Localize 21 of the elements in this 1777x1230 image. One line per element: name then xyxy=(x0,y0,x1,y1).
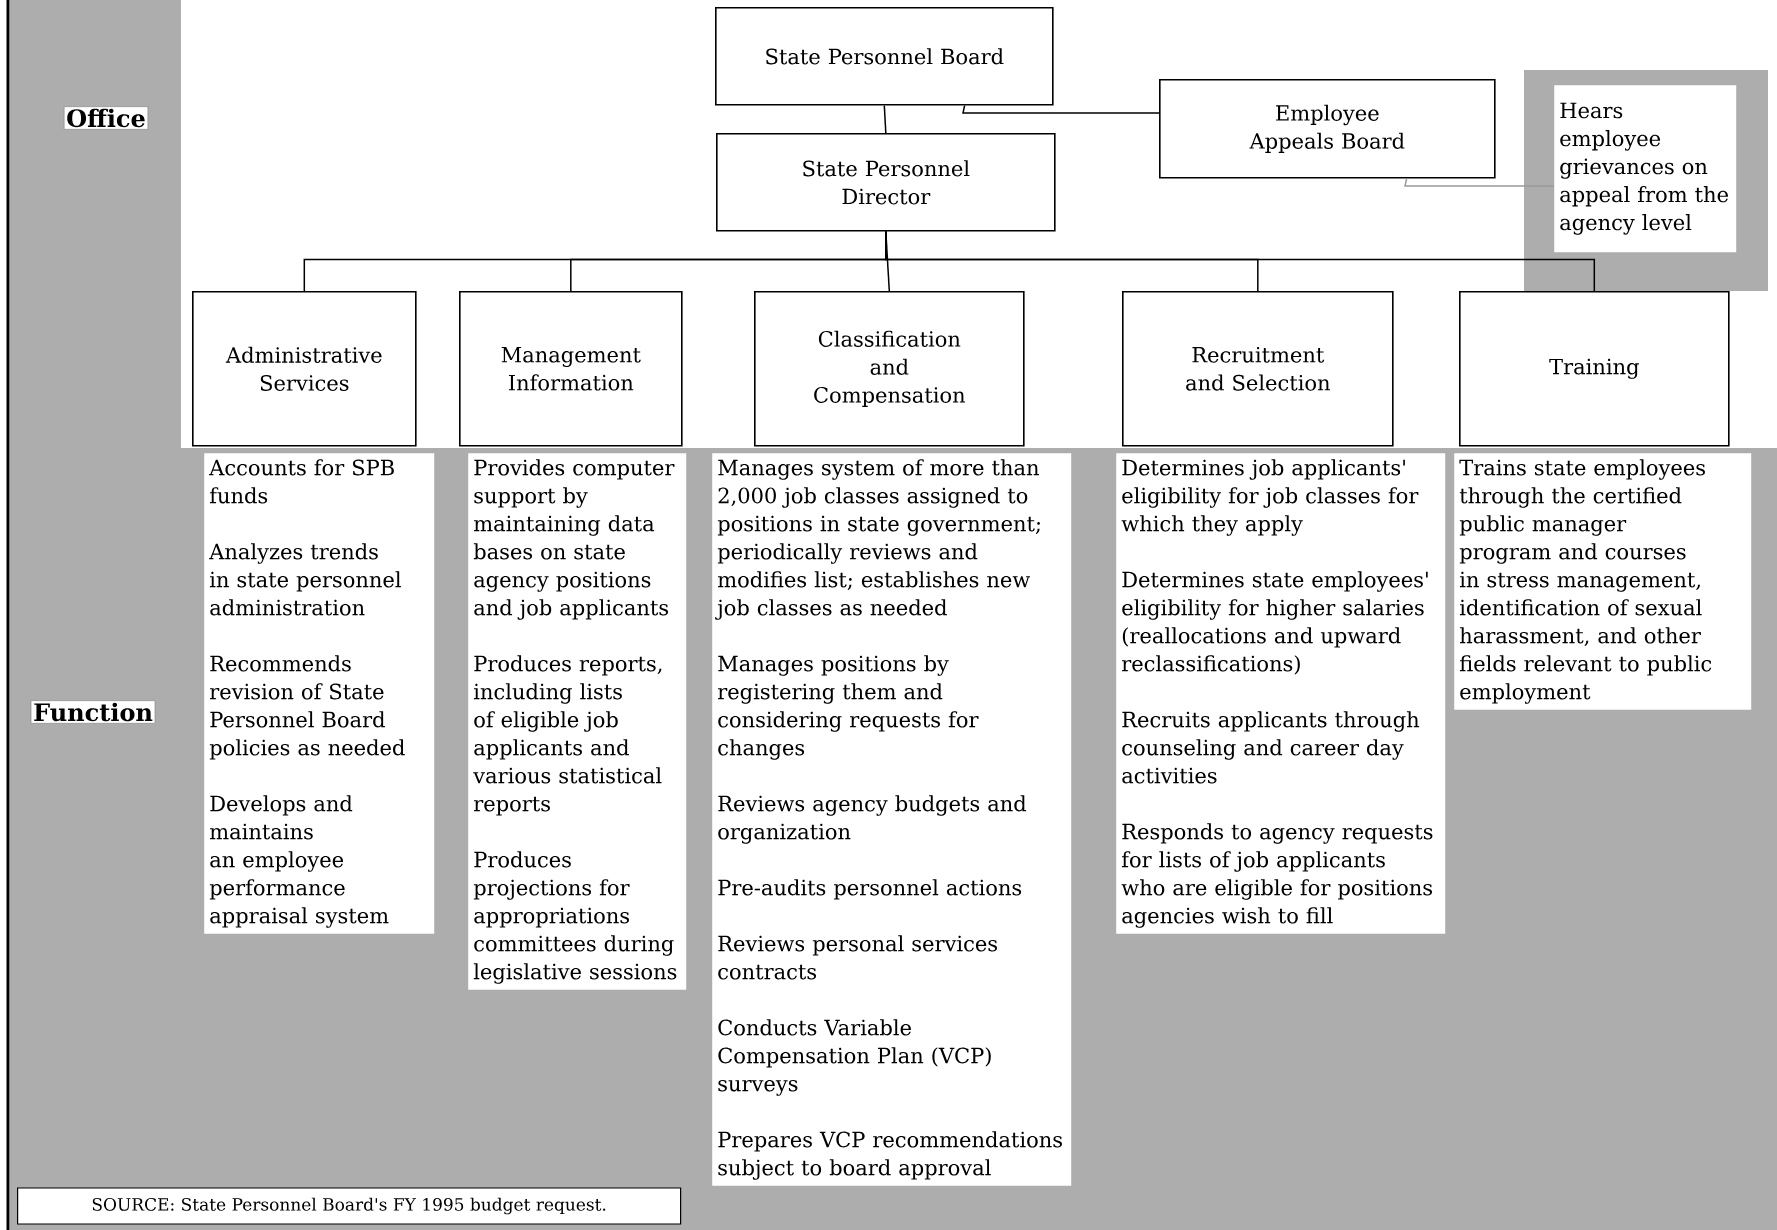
function-list: Accounts for SPB funds Analyzes trends in state personnel administration Recommends revision of State Personnel Board policies as needed Develops and maintains an employee performance appraisal system xyxy=(204,453,435,934)
function-list: Provides computer support by maintaining data bases on state agency positions and job applicants Produces reports, including lists of eligible job applicants and various statistical reports Produces projections for appropriations committees during legislative sessions xyxy=(468,453,687,990)
side-label: Office xyxy=(64,106,148,130)
connector-line xyxy=(962,104,1160,114)
note-box: Hears employee grievances on appeal from the agency level xyxy=(1554,85,1737,253)
org-box: Administrative Services xyxy=(192,291,417,447)
org-box: Management Information xyxy=(459,291,683,447)
org-box: State Personnel Board xyxy=(715,7,1054,106)
function-list: Manages system of more than 2,000 job classes assigned to positions in state government; periodically reviews and modifies list; establishes new job classes as needed Manages positions by registering them and considering requests for changes Reviews agency budgets and organization Pre-audits personnel actions Reviews personal services contracts Conducts Variable Compensation Plan (VCP) surveys Prepares VCP recommendations subject to board approval xyxy=(712,453,1072,1186)
source-note: SOURCE: State Personnel Board's FY 1995 budget request. xyxy=(17,1187,682,1225)
org-box: Classification and Compensation xyxy=(754,291,1025,447)
org-box: Training xyxy=(1459,291,1730,447)
connector-line xyxy=(885,230,1596,292)
connector-line xyxy=(883,104,887,134)
side-label: Function xyxy=(30,700,156,724)
org-box: Recruitment and Selection xyxy=(1122,291,1394,447)
function-list: Determines job applicants' eligibility for job classes for which they apply Determines state employees' eligibility for higher salaries (reallocations and upward reclassifications) Recruits applicants through counseling and career day activities Responds to agency requests for lists of job applicants who are eligible for positions agencies wish to fill xyxy=(1116,453,1446,934)
org-box: Employee Appeals Board xyxy=(1159,79,1496,179)
org-box: State Personnel Director xyxy=(716,133,1056,232)
connector-line xyxy=(1404,177,1555,187)
function-list: Trains state employees through the certified public manager program and courses in stress management, identification of sexual harassment, and other fields relevant to public employment xyxy=(1454,453,1752,710)
